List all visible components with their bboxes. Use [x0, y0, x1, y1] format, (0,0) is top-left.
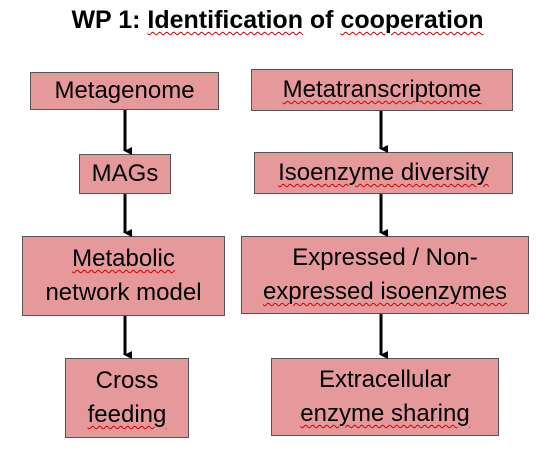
box-metabolic-network-model: Metabolic network model: [22, 236, 225, 316]
box-extracellular-enzyme-sharing: Extracellular enzyme sharing: [271, 358, 499, 436]
box-cross-feeding: Cross feeding: [65, 358, 189, 438]
box-metabolic-line1: Metabolic: [72, 245, 175, 272]
box-expressed-isoenzymes: Expressed / Non- expressed isoenzymes: [241, 236, 529, 314]
box-isoenzyme-label: Isoenzyme diversity: [278, 159, 489, 186]
box-extracellular-line2: enzyme sharing: [300, 400, 470, 427]
box-metatranscriptome-label: Metatranscriptome: [282, 76, 482, 103]
title-prefix: WP 1:: [71, 6, 148, 34]
box-cross-line1: Cross: [95, 367, 159, 394]
box-extracellular-line1: Extracellular: [318, 366, 452, 393]
title-mid: of: [302, 6, 341, 34]
box-expressed-line1: Expressed / Non-: [292, 244, 478, 271]
box-metatranscriptome: Metatranscriptome: [251, 69, 513, 111]
box-cross-line2: feeding: [87, 401, 167, 428]
diagram-title: WP 1: Identification of cooperation: [0, 6, 555, 35]
box-metabolic-line2: network model: [45, 279, 202, 306]
box-metagenome: Metagenome: [30, 72, 219, 110]
box-isoenzyme-diversity: Isoenzyme diversity: [254, 152, 513, 194]
title-word-cooperation: cooperation: [340, 6, 484, 34]
title-word-identification: Identification: [147, 6, 303, 34]
box-mags: MAGs: [79, 154, 171, 194]
box-expressed-line2: expressed isoenzymes: [262, 278, 508, 305]
box-mags-label: MAGs: [91, 160, 159, 187]
box-metagenome-label: Metagenome: [54, 77, 195, 104]
